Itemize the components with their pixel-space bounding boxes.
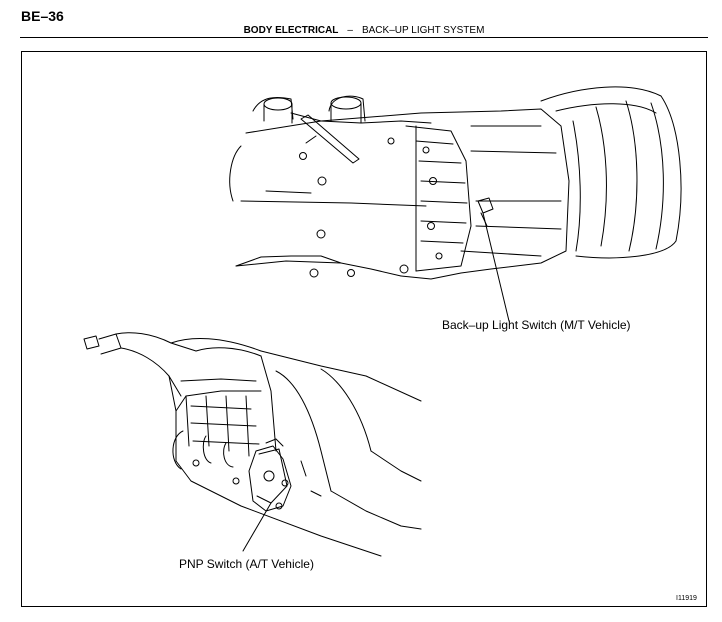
figure-id: I11919	[676, 595, 697, 602]
title-separator: –	[347, 25, 353, 36]
mt-switch-callout: Back–up Light Switch (M/T Vehicle)	[442, 318, 631, 332]
page-number: BE–36	[21, 8, 64, 24]
header-rule	[20, 37, 708, 38]
header-title: BODY ELECTRICAL–BACK–UP LIGHT SYSTEM	[20, 25, 708, 36]
manual-transmission-drawing	[229, 86, 682, 280]
pnp-switch-leader	[242, 502, 272, 552]
section-title: BODY ELECTRICAL	[243, 25, 339, 36]
automatic-transmission-drawing	[83, 332, 422, 557]
transmission-illustration	[83, 86, 682, 557]
figure-frame	[21, 51, 707, 607]
pnp-switch-callout: PNP Switch (A/T Vehicle)	[179, 557, 314, 571]
subsection-title: BACK–UP LIGHT SYSTEM	[361, 25, 485, 36]
mt-switch-leader	[482, 212, 510, 322]
